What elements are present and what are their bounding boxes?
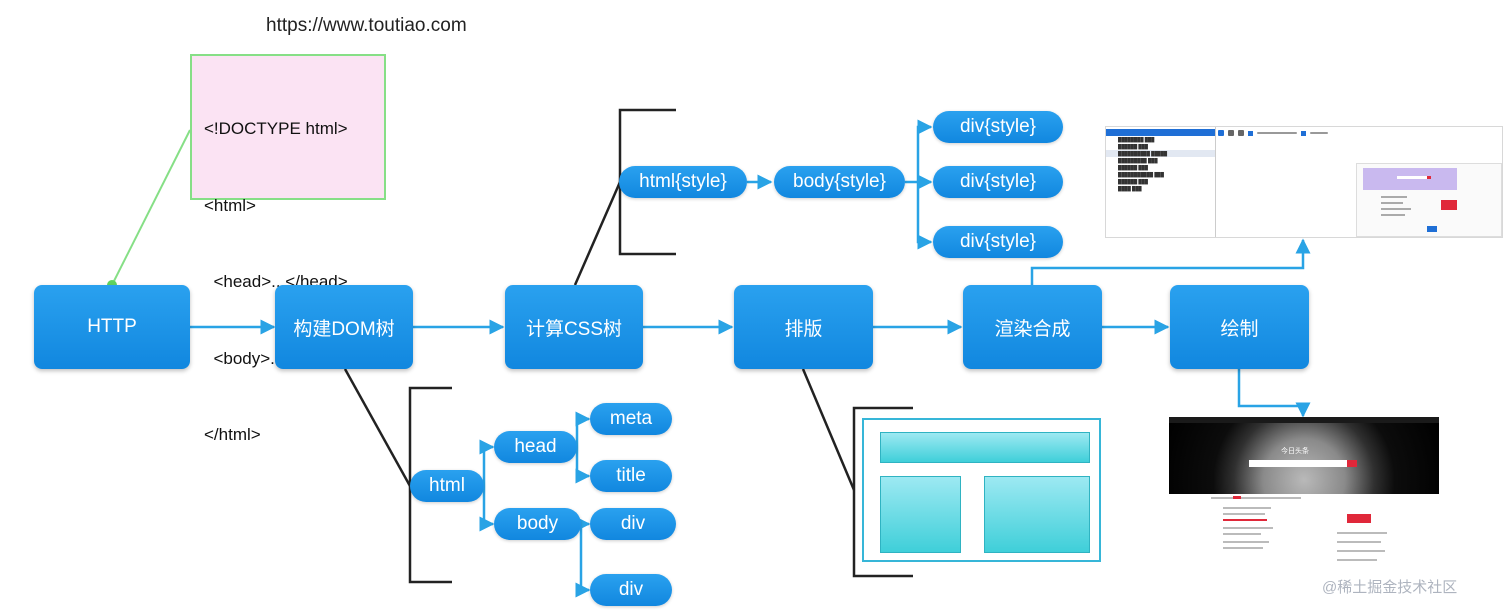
article-line	[1223, 547, 1263, 549]
sidebar-line	[1337, 541, 1381, 543]
step-layout: 排版	[734, 285, 873, 369]
layer-text-line	[1381, 208, 1411, 210]
dom-node-html: html	[410, 470, 484, 502]
checkbox-icon	[1301, 130, 1306, 136]
step-build-dom: 构建DOM树	[275, 285, 413, 369]
layer-item: ████████ ███	[1118, 137, 1155, 142]
layer-text-line	[1381, 214, 1405, 216]
dom-node-div: div	[590, 574, 672, 606]
layer-text-line	[1381, 202, 1403, 204]
step-paint: 绘制	[1170, 285, 1309, 369]
step-compute-css: 计算CSS树	[505, 285, 643, 369]
layer-search-button	[1427, 176, 1431, 179]
step-http: HTTP	[34, 285, 190, 369]
layer-header-band	[1363, 168, 1457, 190]
sidebar-line	[1337, 532, 1387, 534]
pipeline-arrows	[190, 238, 1311, 418]
css-node-div: div{style}	[933, 226, 1063, 258]
layout-header-block	[880, 432, 1090, 463]
option-label	[1310, 132, 1328, 134]
hero-moon-banner: 今日头条	[1169, 423, 1439, 494]
rotate-icon	[1228, 130, 1234, 136]
dom-node-body: body	[494, 508, 581, 540]
dom-node-title: title	[590, 460, 672, 492]
css-node-body: body{style}	[774, 166, 905, 198]
layout-sidebar-block	[880, 476, 961, 553]
layer-item: ███████████ ███	[1118, 172, 1164, 177]
article-line	[1223, 541, 1269, 543]
site-logo: 今日头条	[1281, 448, 1309, 455]
source-line: <html>	[204, 195, 256, 215]
source-line: </html>	[204, 425, 261, 444]
dom-node-meta: meta	[590, 403, 672, 435]
dom-node-head: head	[494, 431, 577, 463]
watermark: @稀土掘金技术社区	[1322, 579, 1458, 596]
reset-icon	[1238, 130, 1244, 136]
article-line	[1223, 527, 1273, 529]
html-source-box: <!DOCTYPE html> <html> <head>...</head> …	[190, 54, 386, 444]
nav-active-tab	[1233, 496, 1241, 499]
css-node-html: html{style}	[619, 166, 747, 198]
site-search-input	[1249, 460, 1347, 467]
layout-content-block	[984, 476, 1090, 553]
layers-list-header	[1106, 129, 1215, 136]
nav-line	[1211, 497, 1301, 499]
css-node-div: div{style}	[933, 166, 1063, 198]
checkbox-icon	[1248, 130, 1253, 136]
css-node-div: div{style}	[933, 111, 1063, 143]
layer-3d-view	[1356, 163, 1502, 237]
layer-item: ██████ ███	[1118, 165, 1148, 170]
sidebar-line	[1337, 559, 1377, 561]
layer-search-box	[1397, 176, 1427, 179]
article-hot-line	[1223, 519, 1267, 521]
layer-red-block	[1441, 200, 1457, 210]
option-label	[1257, 132, 1297, 134]
http-source-link	[111, 129, 191, 286]
pan-icon	[1218, 130, 1224, 136]
layers-toolbar	[1218, 127, 1498, 139]
dom-node-div: div	[590, 508, 676, 540]
layers-panel-thumbnail: ████████ ███ ██████ ███ ██████████ █████…	[1105, 126, 1503, 238]
site-search-button	[1347, 460, 1357, 467]
css-tree-connectors	[747, 119, 933, 250]
article-line	[1223, 507, 1271, 509]
layer-text-line	[1381, 196, 1407, 198]
dom-tree-connectors	[479, 411, 591, 598]
step-composite: 渲染合成	[963, 285, 1102, 369]
source-line: <!DOCTYPE html>	[204, 119, 348, 138]
browser-top-bar	[1169, 417, 1439, 423]
rendered-page-thumbnail: 今日头条	[1169, 417, 1439, 587]
url-label: https://www.toutiao.com	[266, 15, 467, 36]
layer-item: ██████ ███	[1118, 179, 1148, 184]
layer-item: ████ ███	[1118, 186, 1142, 191]
layer-item: ██████████ █████	[1106, 150, 1215, 157]
layer-item: █████████ ███	[1118, 158, 1158, 163]
layers-list: ████████ ███ ██████ ███ ██████████ █████…	[1106, 127, 1216, 237]
article-line	[1223, 533, 1261, 535]
layout-illustration	[862, 418, 1101, 562]
layer-item: ██████ ███	[1118, 144, 1148, 149]
sidebar-line	[1337, 550, 1385, 552]
login-button	[1347, 514, 1371, 523]
layer-blue-block	[1427, 226, 1437, 232]
article-line	[1223, 513, 1265, 515]
